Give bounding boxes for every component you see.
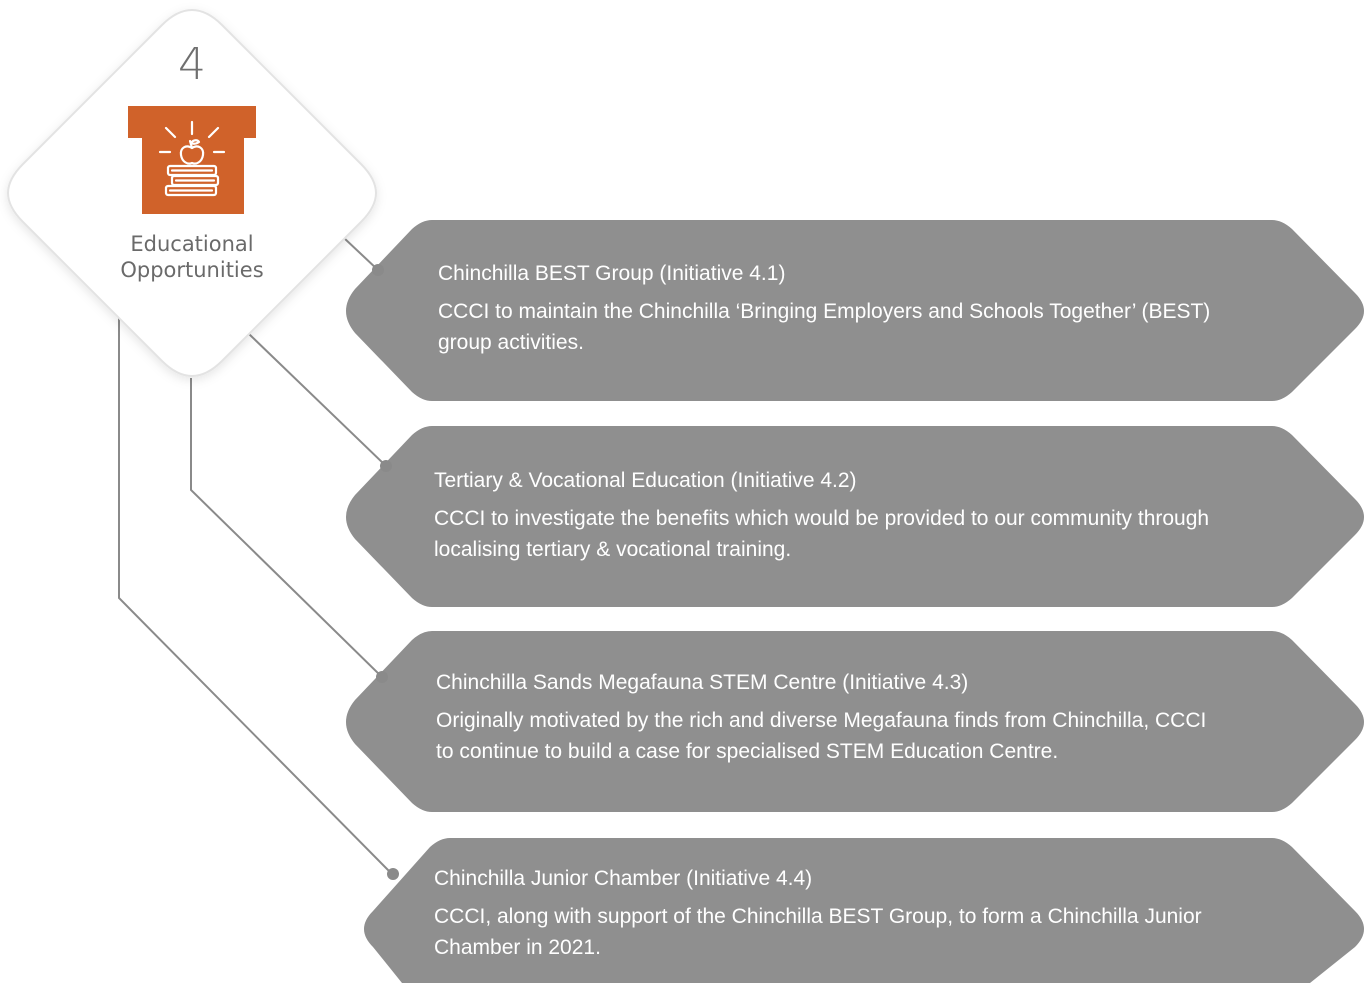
pillar-title-line-2: Opportunities xyxy=(120,258,264,282)
initiative-title: Chinchilla BEST Group (Initiative 4.1) xyxy=(438,262,786,285)
initiative-4-4: Chinchilla Junior Chamber (Initiative 4.… xyxy=(434,865,1264,963)
initiative-title: Chinchilla Junior Chamber (Initiative 4.… xyxy=(434,867,813,890)
connector-line-4-1 xyxy=(343,237,379,271)
initiative-4-2: Tertiary & Vocational Education (Initiat… xyxy=(434,467,1224,565)
connector-line-4-2 xyxy=(248,333,387,467)
initiative-banner-4-4 xyxy=(364,838,1364,983)
initiative-4-3: Chinchilla Sands Megafauna STEM Centre (… xyxy=(436,669,1226,767)
initiative-description: Originally motivated by the rich and div… xyxy=(436,709,1207,763)
initiative-description: CCCI to maintain the Chinchilla ‘Bringin… xyxy=(438,300,1211,354)
connector-dots xyxy=(372,264,399,880)
initiative-title: Chinchilla Sands Megafauna STEM Centre (… xyxy=(436,671,969,694)
initiative-banner-4-2 xyxy=(346,426,1364,607)
initiative-description: CCCI to investigate the benefits which w… xyxy=(434,507,1210,561)
connector-dot-4-1 xyxy=(372,264,384,276)
pillar-title: Educational Opportunities xyxy=(92,231,292,283)
initiative-description: CCCI, along with support of the Chinchil… xyxy=(434,905,1202,959)
connector-line-4-4 xyxy=(118,318,391,873)
connector-dot-4-4 xyxy=(387,868,399,880)
initiative-banner-4-3 xyxy=(346,631,1364,812)
connector-lines xyxy=(118,237,391,873)
pillar-number: 4 xyxy=(178,39,206,90)
initiative-4-1: Chinchilla BEST Group (Initiative 4.1) C… xyxy=(438,260,1268,358)
connector-dot-4-3 xyxy=(376,671,388,683)
podium-shape xyxy=(128,106,256,214)
apple-on-books-icon xyxy=(128,106,256,214)
connector-line-4-3 xyxy=(190,378,383,678)
pillar-title-line-1: Educational xyxy=(130,232,254,256)
connector-dot-4-2 xyxy=(380,460,392,472)
initiative-banner-4-1 xyxy=(346,220,1364,401)
initiative-title: Tertiary & Vocational Education (Initiat… xyxy=(434,469,857,492)
